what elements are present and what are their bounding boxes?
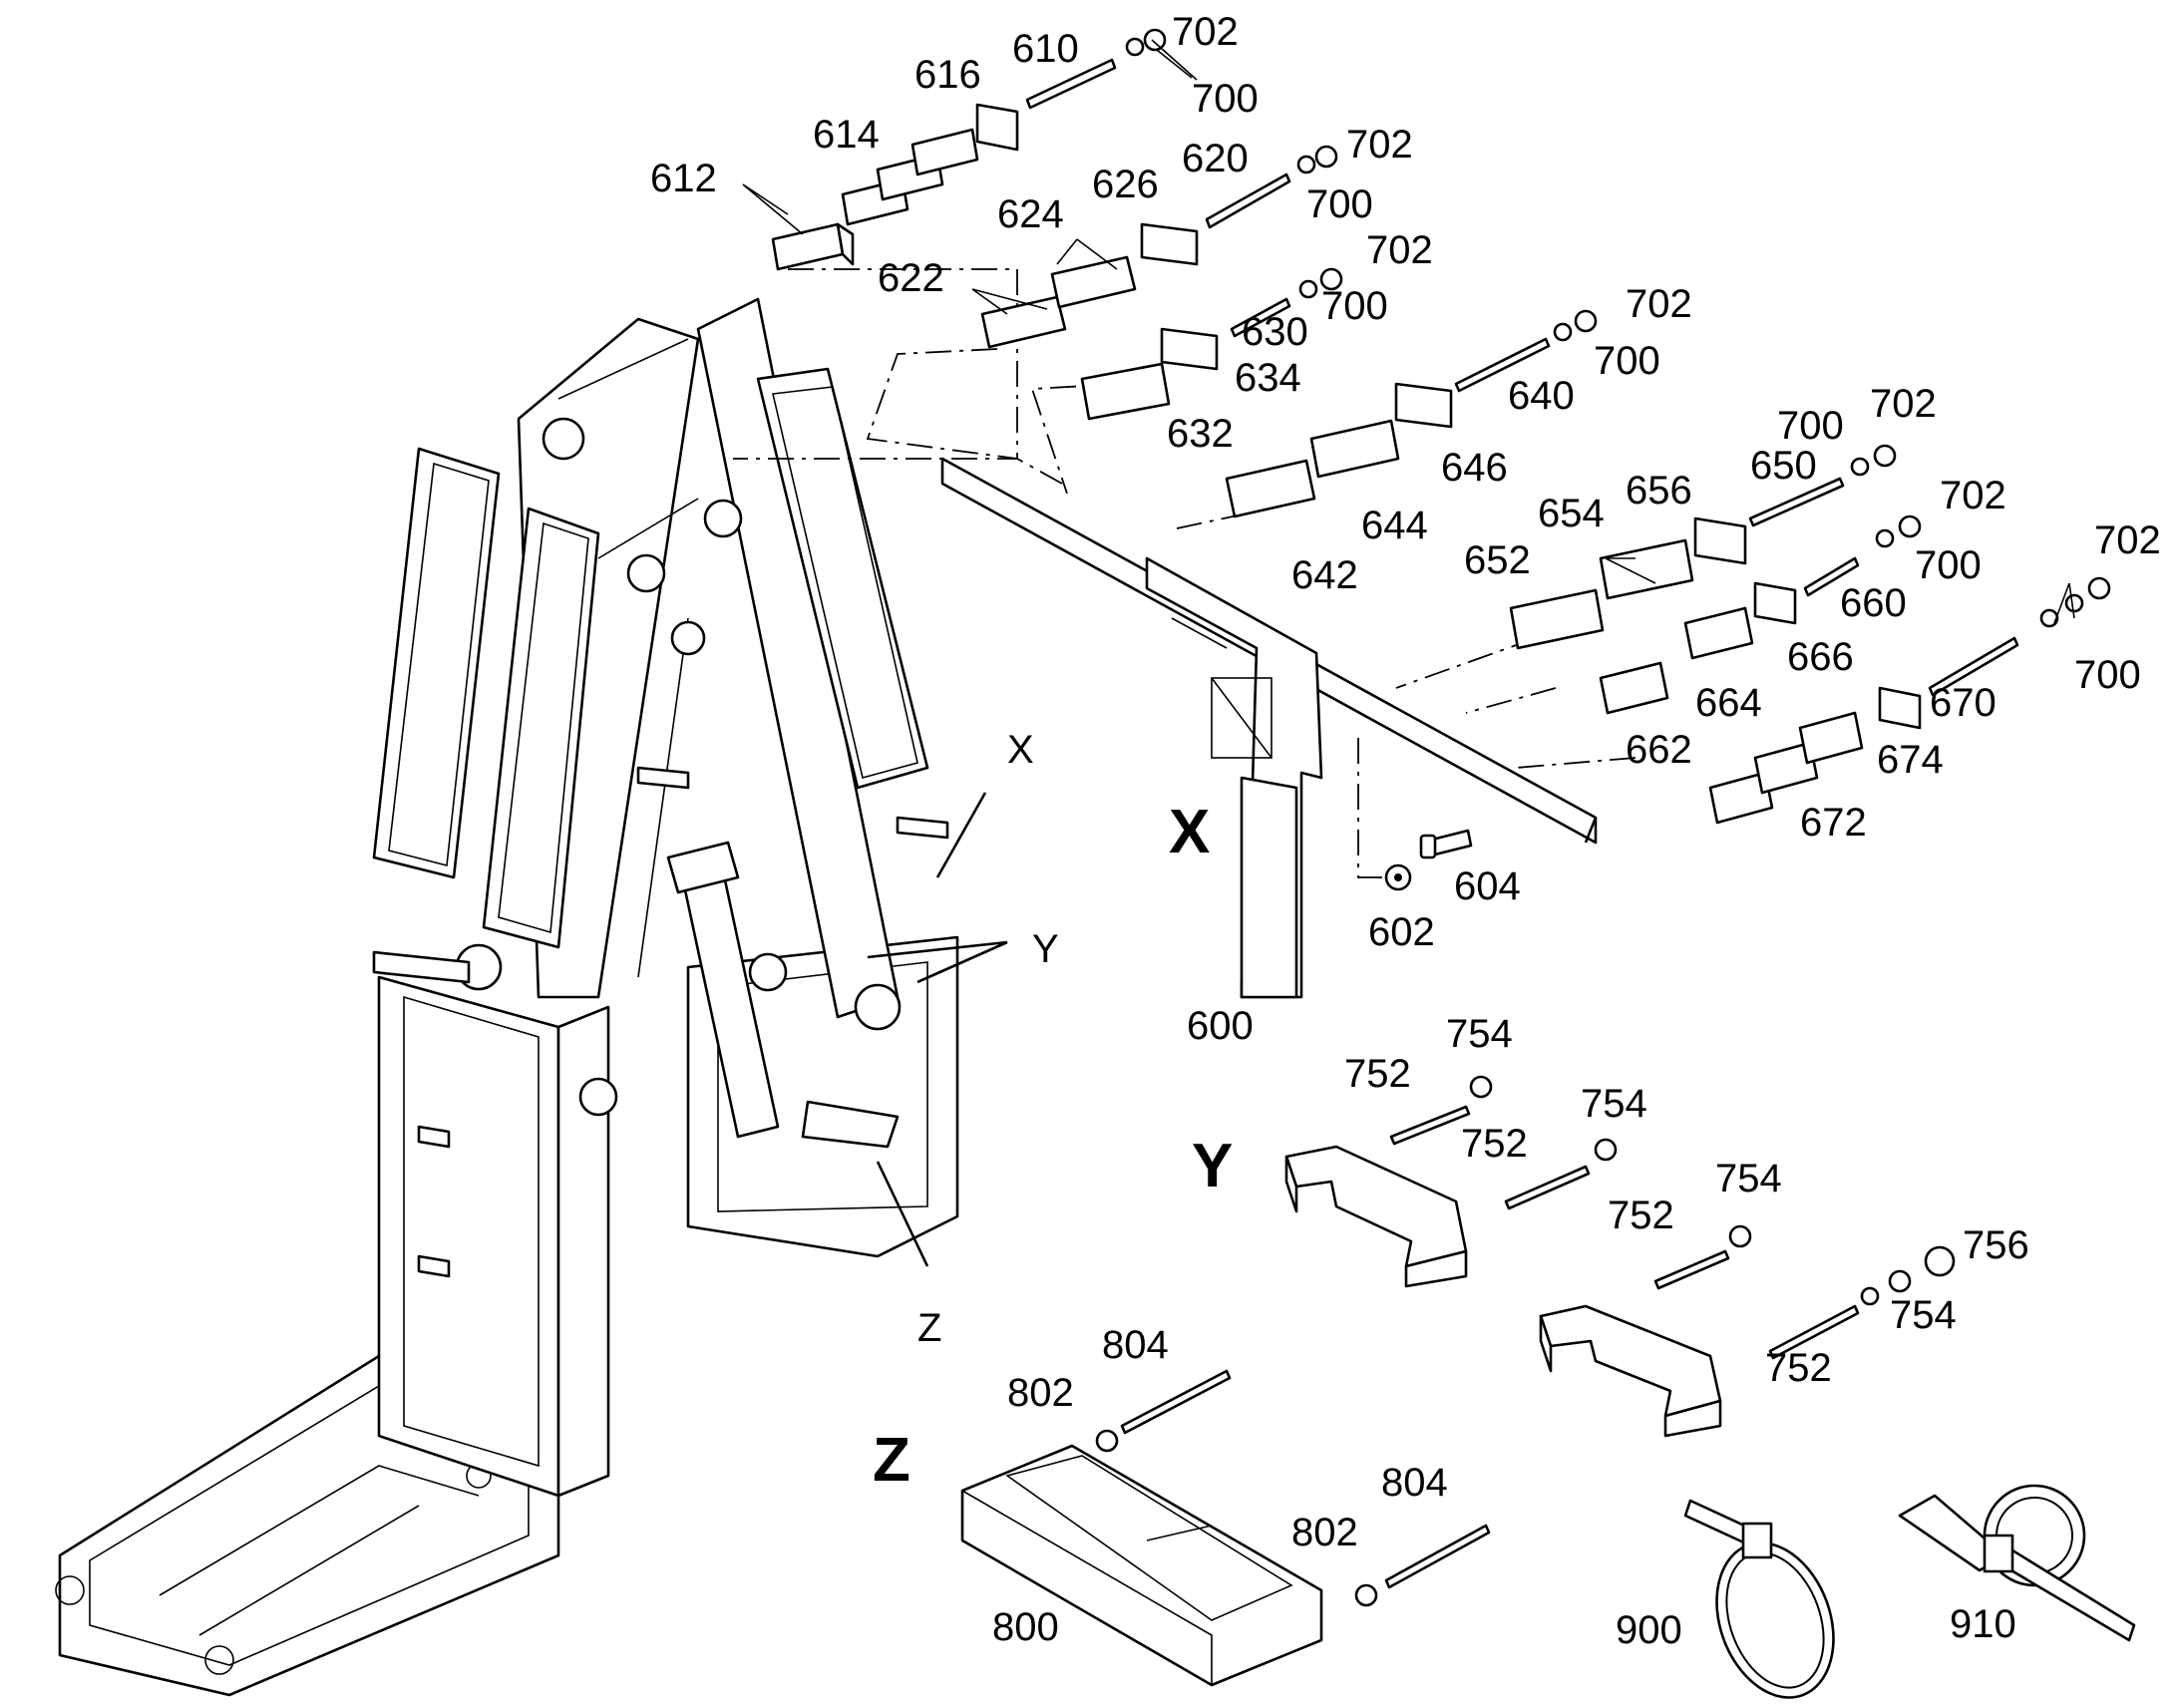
callout-910: 910: [1950, 1602, 2016, 1646]
step-800: [960, 1369, 1491, 1687]
callout-614: 614: [813, 113, 880, 157]
callout-700: 700: [2074, 653, 2141, 697]
callout-800: 800: [992, 1605, 1059, 1649]
callout-numbers: 610 702 616 700 614 620 702 612 626 700 …: [650, 10, 2161, 1652]
callout-702: 702: [1870, 382, 1937, 426]
callout-752: 752: [1461, 1122, 1528, 1166]
callout-702: 702: [1626, 282, 1692, 326]
callout-642: 642: [1291, 553, 1358, 597]
cable-tie-900: [1683, 1499, 1835, 1699]
callout-702: 702: [1366, 228, 1433, 272]
marker-z: Z: [917, 1306, 941, 1350]
callout-752: 752: [1765, 1346, 1832, 1390]
callout-656: 656: [1626, 469, 1692, 512]
callout-630: 630: [1242, 310, 1308, 354]
callout-802: 802: [1291, 1511, 1358, 1554]
callout-604: 604: [1454, 864, 1521, 908]
callout-700: 700: [1192, 77, 1259, 121]
callout-754: 754: [1890, 1293, 1957, 1337]
callout-700: 700: [1777, 404, 1844, 448]
callout-634: 634: [1235, 356, 1301, 400]
callout-752: 752: [1344, 1052, 1411, 1096]
callout-674: 674: [1877, 738, 1944, 782]
callout-632: 632: [1167, 412, 1234, 456]
callout-900: 900: [1616, 1608, 1682, 1652]
callout-700: 700: [1915, 543, 1982, 587]
view-label-z: Z: [873, 1426, 910, 1495]
callout-700: 700: [1594, 339, 1660, 383]
callout-622: 622: [878, 256, 944, 300]
assembly-lines: [733, 268, 1636, 769]
callout-620: 620: [1182, 137, 1249, 180]
callout-646: 646: [1441, 446, 1508, 490]
callout-600: 600: [1187, 1004, 1254, 1048]
detail-pointers: [867, 792, 1008, 1267]
view-label-y: Y: [1192, 1132, 1233, 1200]
callout-754: 754: [1581, 1082, 1647, 1126]
callout-654: 654: [1538, 492, 1605, 535]
callout-664: 664: [1695, 681, 1762, 725]
bracket-600: [940, 457, 1598, 999]
callout-660: 660: [1840, 581, 1907, 625]
callout-666: 666: [1787, 635, 1854, 679]
cable-tie-910: [1898, 1484, 2136, 1642]
callout-756: 756: [1963, 1223, 2029, 1267]
callout-804: 804: [1381, 1461, 1448, 1505]
callout-804: 804: [1102, 1323, 1169, 1367]
machine-assembly: [55, 297, 959, 1697]
clamp-stack: [771, 28, 2111, 825]
callout-644: 644: [1361, 504, 1428, 547]
callout-754: 754: [1446, 1012, 1513, 1056]
callout-602: 602: [1368, 910, 1435, 954]
callout-702: 702: [1940, 474, 2006, 517]
callout-752: 752: [1608, 1194, 1674, 1237]
callout-626: 626: [1092, 163, 1159, 206]
callout-650: 650: [1750, 444, 1817, 488]
callout-640: 640: [1508, 374, 1575, 418]
bracket-750: [1284, 1075, 1956, 1438]
callout-700: 700: [1306, 182, 1373, 226]
bolt-604: [1384, 829, 1473, 891]
callout-754: 754: [1715, 1157, 1782, 1200]
callout-662: 662: [1626, 728, 1692, 772]
callout-624: 624: [997, 192, 1064, 236]
callout-702: 702: [2094, 518, 2161, 562]
marker-y: Y: [1032, 927, 1059, 971]
callout-702: 702: [1172, 10, 1239, 54]
callout-802: 802: [1007, 1371, 1074, 1415]
callout-672: 672: [1800, 801, 1867, 845]
callout-652: 652: [1464, 538, 1531, 582]
callout-612: 612: [650, 157, 717, 200]
view-label-x: X: [1169, 798, 1210, 866]
callout-610: 610: [1012, 27, 1079, 71]
callout-616: 616: [914, 53, 981, 97]
marker-x: X: [1007, 728, 1034, 772]
leader-lines: [742, 39, 2075, 624]
callout-700: 700: [1321, 284, 1388, 328]
callout-670: 670: [1930, 681, 1997, 725]
callout-702: 702: [1346, 123, 1413, 167]
